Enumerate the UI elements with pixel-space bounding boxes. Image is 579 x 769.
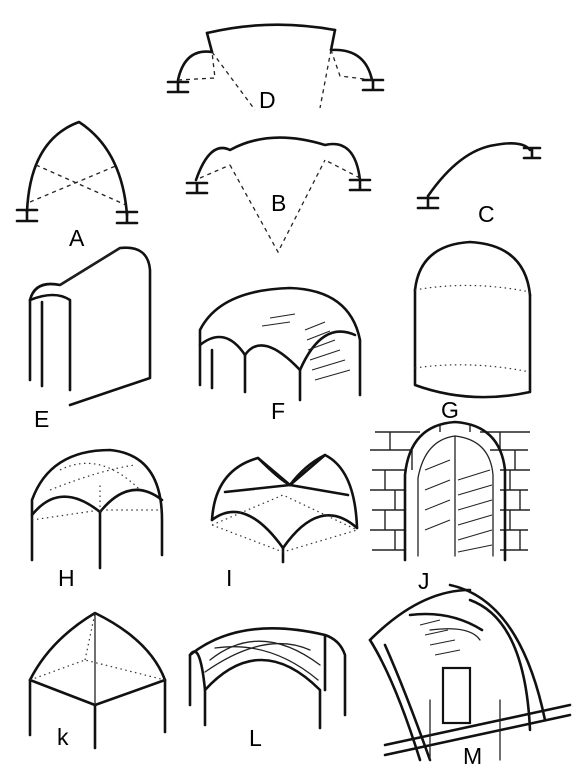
label-a: A bbox=[69, 225, 85, 251]
label-d: D bbox=[259, 87, 276, 113]
label-l: L bbox=[249, 725, 262, 751]
figure-g-dome-drum bbox=[413, 240, 532, 399]
figure-h-groin-vault bbox=[30, 448, 164, 570]
label-k: k bbox=[57, 724, 69, 750]
label-f: F bbox=[271, 398, 286, 424]
label-j: J bbox=[418, 568, 430, 594]
label-i: I bbox=[226, 565, 233, 591]
figure-l-sexpartite-vault bbox=[188, 627, 347, 730]
figure-a-pointed-arch bbox=[15, 120, 139, 225]
label-g: G bbox=[441, 397, 459, 423]
figure-f-groin-barrel bbox=[198, 286, 362, 402]
figure-m-interior-vault bbox=[368, 583, 572, 762]
label-e: E bbox=[34, 406, 50, 432]
figure-k-cloister-vault bbox=[28, 611, 167, 750]
label-m: M bbox=[463, 743, 483, 769]
label-h: H bbox=[58, 565, 75, 591]
label-b: B bbox=[271, 190, 287, 216]
figure-d-segmental-arch bbox=[166, 23, 385, 111]
figure-c-half-arch bbox=[416, 142, 542, 210]
label-c: C bbox=[478, 201, 495, 227]
figure-e-barrel-vault bbox=[28, 246, 152, 407]
figure-j-brick-niche bbox=[370, 420, 530, 562]
figure-i-rib-vault bbox=[210, 453, 359, 564]
figure-b-segmental-arch bbox=[185, 136, 372, 254]
